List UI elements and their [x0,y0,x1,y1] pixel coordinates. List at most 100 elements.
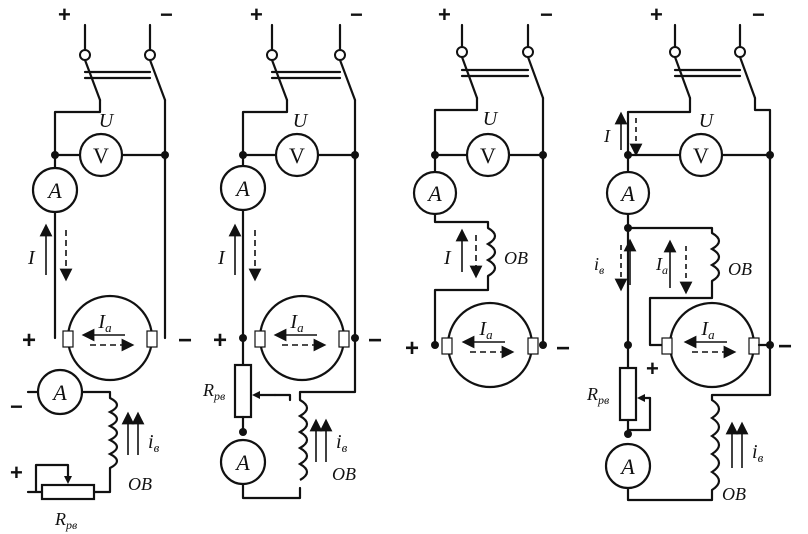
junction [766,341,774,349]
field-winding [107,397,119,469]
shunt-winding-label: ОВ [722,484,746,504]
supply-plus-sign: + [250,2,263,27]
field-rheostat [618,366,638,422]
armature [446,301,534,389]
voltage-label: U [483,108,499,130]
supply-terminal-plus [79,49,91,61]
voltage-label: U [699,110,715,132]
junction [431,341,439,349]
series-winding-label: ОВ [728,259,752,279]
voltage-label: U [293,110,309,132]
supply-terminal-plus [456,46,468,58]
field-current-label: iв [752,441,764,465]
supply-leads [673,23,742,49]
field-minus-sign: − [10,394,23,419]
supply-minus-sign: − [540,2,553,27]
ammeter-label: A [619,181,635,206]
voltmeter [465,132,511,178]
supply-terminal-plus [669,46,681,58]
field-current-label: iв [148,431,160,455]
brush-left [254,330,266,348]
rheostat-slider-arrow [64,476,72,484]
current-label: I [27,247,36,269]
junction [239,428,247,436]
voltmeter-label: V [93,143,109,168]
rheostat-label: Rрв [54,509,77,532]
armature-minus-sign: − [368,327,382,354]
rheostat-label: Rрв [586,384,609,407]
switch-outputs [626,96,772,162]
double-pole-switch [460,55,545,100]
supply-minus-sign: − [160,2,173,27]
rheostat-label: Rрв [202,380,225,403]
supply-leads [83,23,152,52]
armature-leads [241,153,357,340]
field-winding [297,399,309,481]
brush-right [338,330,350,348]
brush-left [62,330,74,348]
brush-left [661,337,673,355]
armature-minus-sign: − [778,333,792,360]
supply-terminal-plus [266,49,278,61]
armature [668,301,756,389]
circuit-series-excitation: + − V U A I ОВ Ia + − [405,2,570,389]
rheostat-slider [26,463,70,494]
armature-minus-sign: − [556,335,570,362]
armature-plus-sign: + [22,327,36,354]
ammeter-to-winding [433,212,490,230]
field-return [241,482,302,500]
field-winding-label: ОВ [504,248,528,268]
supply-minus-sign: − [752,2,765,27]
armature [66,294,154,382]
field-ammeter-leads [26,390,112,400]
field-ammeter-label: A [619,454,635,479]
switch-outputs [53,98,167,162]
series-winding-to-armature [648,279,714,347]
armature-minus-sign: − [178,327,192,354]
armature-current-label: Ia [289,311,304,335]
ammeter-label: A [46,178,62,203]
series-winding-feed [626,226,714,235]
junction [539,341,547,349]
field-winding-lead [93,466,112,494]
rheostat-slider-arrow [637,394,645,402]
brush-right [146,330,158,348]
voltmeter [678,132,724,178]
supply-minus-sign: − [350,2,363,27]
rheostat-bypass [626,396,652,432]
supply-plus-sign: + [58,2,71,27]
field-rheostat [40,483,96,501]
armature-current-label: Ia [97,311,112,335]
switch-outputs [433,96,545,162]
series-current-label: Ia [655,254,668,277]
armature-leads [53,153,167,340]
armature [258,294,346,382]
current-label: I [603,126,611,146]
supply-leads [460,23,530,49]
brush-left [441,337,453,355]
ammeter-label: A [426,181,442,206]
rheostat-plus-sign: + [10,460,23,485]
double-pole-switch [270,58,357,102]
field-current-label: iв [336,431,348,455]
double-pole-switch [673,55,757,100]
field-supply [298,336,357,402]
series-field-winding [485,227,497,277]
field-rheostat [233,363,253,419]
current-label: I [217,247,226,269]
current-label: I [443,247,452,269]
voltmeter-label: V [693,143,709,168]
supply-terminal-minus [522,46,534,58]
series-field-winding [709,232,721,282]
field-winding-label: ОВ [128,474,152,494]
shunt-current-label: iв [594,254,604,277]
voltmeter [78,132,124,178]
junction [624,430,632,438]
shunt-winding-return [626,486,714,502]
switch-outputs [241,98,357,162]
voltmeter-label: V [480,143,496,168]
voltmeter-label: V [289,143,305,168]
armature-plus-sign: + [646,356,659,381]
brush-right [527,337,539,355]
